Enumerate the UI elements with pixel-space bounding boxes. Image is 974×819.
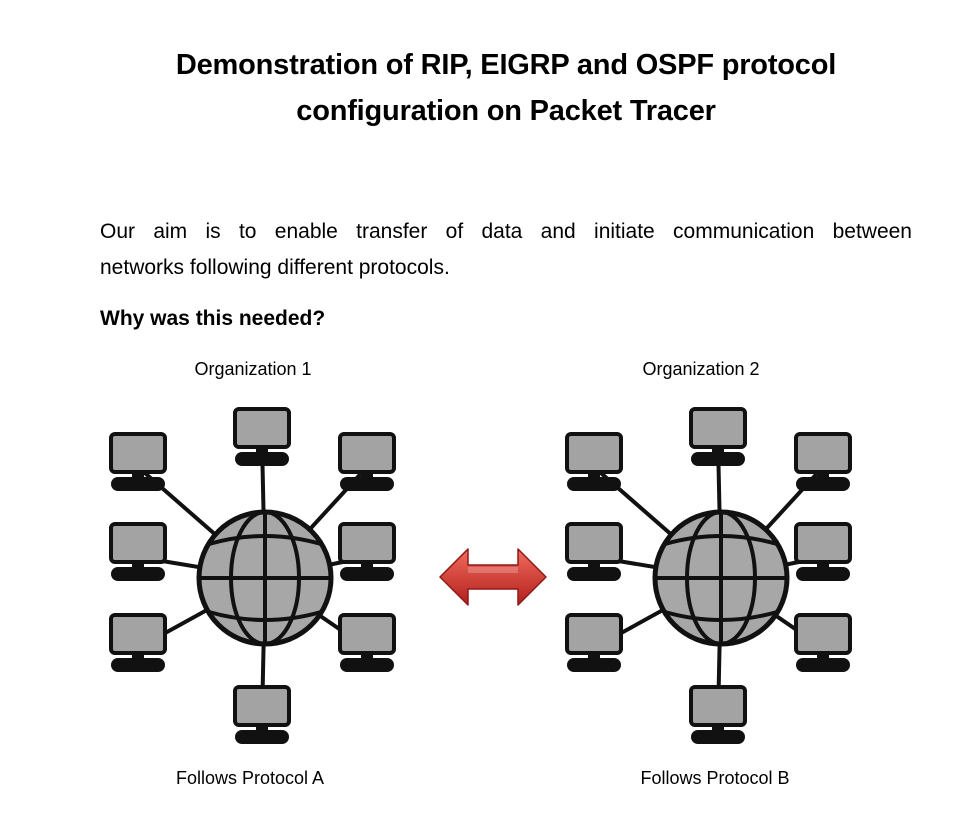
computer-icon: [794, 432, 852, 491]
organization-1-label: Organization 1: [194, 359, 312, 379]
computer-icon: [338, 522, 396, 581]
computer-icon: [109, 522, 167, 581]
intro-paragraph: Our aim is to enable transfer of data an…: [100, 214, 912, 286]
computer-icon: [565, 613, 623, 672]
section-heading: Why was this needed?: [100, 307, 326, 330]
globe-icon: [196, 509, 334, 647]
computer-icon: [689, 685, 747, 744]
computer-icon: [338, 613, 396, 672]
computer-icon: [565, 522, 623, 581]
computer-icon: [794, 522, 852, 581]
computer-icon: [109, 613, 167, 672]
globe-icon: [652, 509, 790, 647]
double-arrow-icon: [439, 548, 547, 606]
computer-icon: [338, 432, 396, 491]
organization-2-label: Organization 2: [642, 359, 760, 379]
network-diagram-2: [565, 407, 852, 744]
protocol-a-label: Follows Protocol A: [175, 768, 325, 788]
computer-icon: [109, 432, 167, 491]
title-line: configuration on Packet Tracer: [296, 95, 716, 127]
computer-icon: [565, 432, 623, 491]
protocol-b-label: Follows Protocol B: [640, 768, 790, 788]
page-title: Demonstration of RIP, EIGRP and OSPF pro…: [100, 42, 912, 134]
intro-line: Our aim is to enable transfer of data an…: [100, 220, 912, 243]
network-diagram-1: [109, 407, 396, 744]
computer-icon: [689, 407, 747, 466]
computer-icon: [794, 613, 852, 672]
intro-line: networks following different protocols.: [100, 256, 450, 279]
computer-icon: [233, 685, 291, 744]
computer-icon: [233, 407, 291, 466]
title-line: Demonstration of RIP, EIGRP and OSPF pro…: [175, 49, 837, 81]
